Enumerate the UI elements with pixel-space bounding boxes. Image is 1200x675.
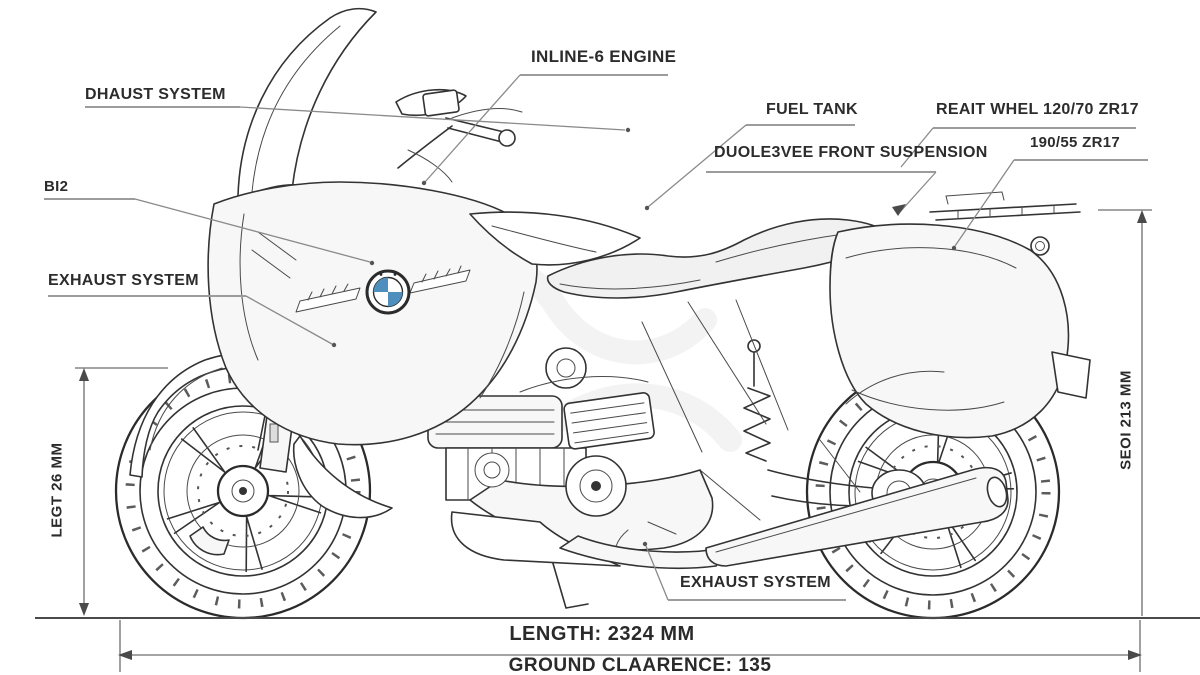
dimension-label-ground-clearance: GROUND CLAARENCE: 135	[508, 655, 772, 675]
rear-rack	[929, 191, 1081, 221]
callout-front-suspension: DUOLE3VEE FRONT SUSPENSION	[714, 144, 988, 161]
muffler	[705, 466, 1009, 567]
callout-exhaust-system-left: EXHAUST SYSTEM	[48, 272, 199, 289]
windshield	[237, 7, 377, 199]
pannier	[829, 223, 1091, 439]
exhaust	[450, 466, 1009, 570]
callout-fuel-tank: FUEL TANK	[766, 101, 858, 118]
callout-exhaust-system-bottom: EXHAUST SYSTEM	[680, 574, 831, 591]
frame-struts	[641, 299, 861, 521]
mudflap	[1051, 351, 1091, 399]
dimension-lines	[75, 209, 1152, 672]
bmw-roundel-icon	[365, 269, 411, 315]
callout-exhaust-system-top: DHAUST SYSTEM	[85, 86, 226, 103]
callout-bi2: BI2	[44, 178, 69, 195]
fuel-tank-shape	[469, 211, 641, 266]
rear-shock-spring	[743, 339, 771, 462]
dimension-label-length: LENGTH: 2324 MM	[509, 623, 695, 645]
front-fairing	[207, 181, 538, 519]
callout-leaders	[44, 74, 1148, 601]
callout-rear-wheel-spec: REAIT WHEL 120/70 ZR17	[936, 101, 1139, 118]
callout-inline-6-engine: INLINE-6 ENGINE	[531, 47, 677, 66]
fork-reflector	[269, 423, 279, 443]
dimension-label-right-vertical: SEOI 213 MM	[1117, 370, 1135, 470]
brake-caliper	[189, 526, 230, 556]
engine	[427, 347, 714, 609]
center-stand	[551, 559, 589, 609]
dimension-label-left-vertical: LEGT 26 MM	[48, 442, 66, 538]
callout-rear-tire-spec: 190/55 ZR17	[1030, 134, 1121, 151]
